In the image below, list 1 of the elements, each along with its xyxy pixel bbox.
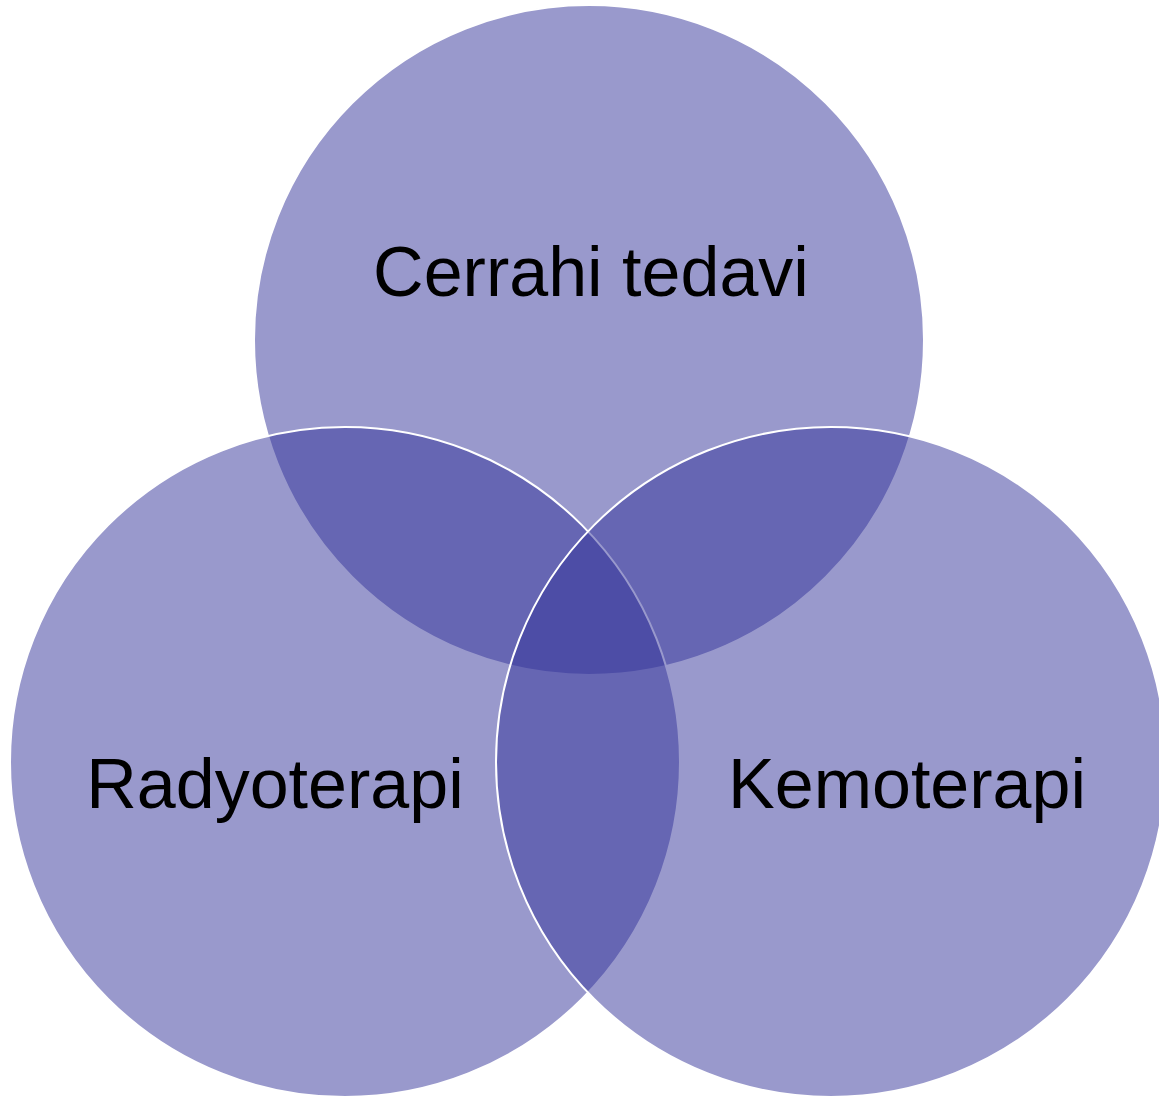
circle-label: Cerrahi tedavi: [373, 237, 809, 307]
